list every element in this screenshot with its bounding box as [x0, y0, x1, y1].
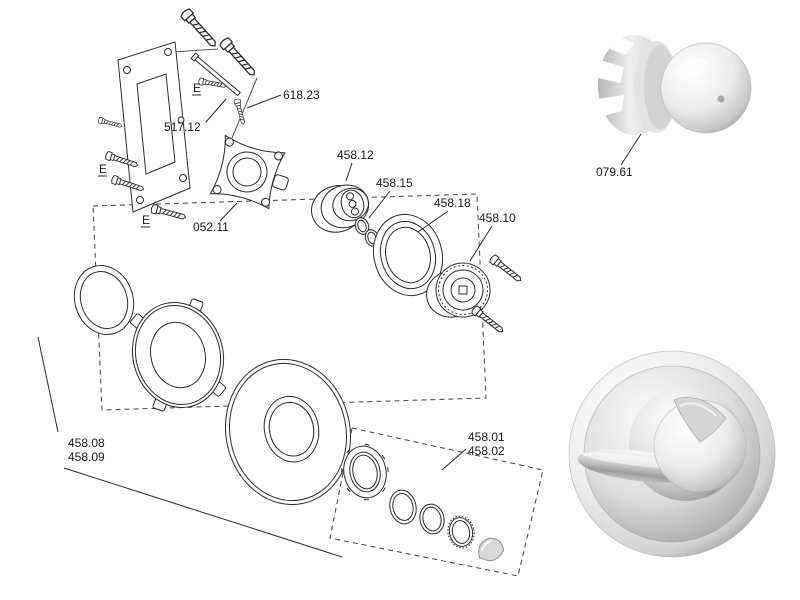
valve-screw-1: [488, 253, 524, 285]
knurled-ring: [447, 515, 475, 549]
label-trim-kit-1: 458.08: [68, 436, 105, 450]
label-e-2: E: [99, 162, 107, 176]
mounting-flange: [130, 298, 226, 412]
flow-cartridge-458-10: [426, 262, 491, 318]
knob-dot: [717, 95, 725, 103]
label-handle-kit-2: 458.02: [468, 444, 505, 458]
cartridge-458-12: [311, 184, 370, 233]
spline-notch-1: [594, 59, 624, 83]
label-grub-screw: 618.23: [283, 88, 320, 102]
e-fixing-screw-3: [149, 203, 188, 223]
spline-notch-3: [610, 35, 634, 55]
long-fixing-screw-2: [218, 36, 259, 80]
chrome-valve-photo: [568, 350, 776, 558]
handle-kit-dashed-box: [329, 427, 544, 577]
label-mounting-plate: 052.11: [193, 220, 229, 234]
spline-notch-2: [598, 95, 624, 117]
small-bracket-bolt: [97, 116, 123, 130]
o-ring-pair-458-15: [354, 217, 380, 247]
faceplate: [224, 358, 352, 506]
label-retaining-pin: 517.12: [164, 120, 201, 134]
label-flow-control: 458.10: [479, 211, 516, 225]
label-cartridge: 458.12: [337, 148, 374, 162]
grub-screw: [233, 98, 247, 126]
spacer-ring: [419, 503, 445, 535]
trim-kit-bracket-line-upper: [37, 336, 59, 433]
alignment-line-1: [171, 48, 219, 53]
label-handle-kit-1: 458.01: [468, 430, 505, 444]
label-o-rings: 458.15: [376, 176, 413, 190]
label-e-1: E: [193, 81, 201, 95]
valve-knob-fin: [673, 397, 727, 443]
knob-face: [660, 42, 752, 134]
mounting-bracket-plate: [117, 41, 191, 213]
label-trim-kit-2: 458.09: [68, 450, 105, 464]
handle-kit-parts: [341, 443, 505, 562]
retaining-pin: [190, 52, 241, 97]
label-e-3: E: [142, 213, 150, 227]
trim-kit-bracket-line-lower: [63, 467, 343, 558]
o-ring-small: [389, 489, 417, 525]
valve-screw-2: [470, 304, 506, 336]
label-knob: 079.61: [596, 165, 633, 179]
mounting-plate-052: [209, 134, 289, 210]
trim-ring: [73, 265, 135, 335]
long-fixing-screw-1: [179, 7, 220, 51]
leader-lines: [205, 94, 642, 471]
lock-ring: [341, 443, 389, 501]
knob-highlight: [674, 57, 710, 81]
chrome-knob-photo: [594, 35, 752, 135]
label-seal-sleeve: 458.18: [434, 196, 471, 210]
seal-sleeve-458-18: [372, 213, 444, 297]
alignment-line-2: [231, 77, 258, 139]
blanking-cap: [478, 537, 505, 562]
